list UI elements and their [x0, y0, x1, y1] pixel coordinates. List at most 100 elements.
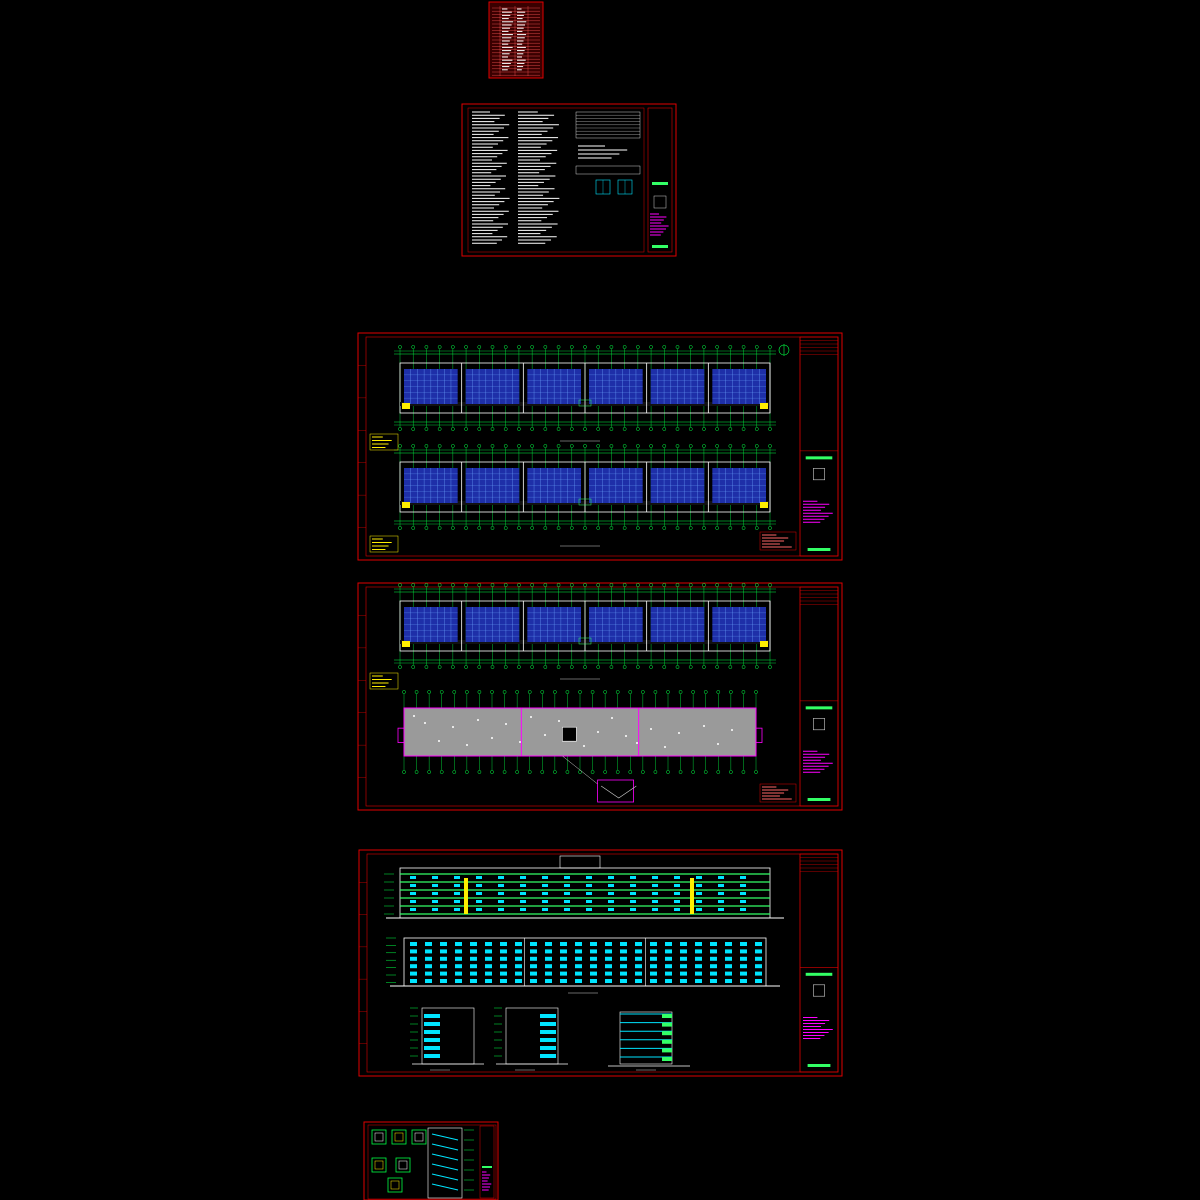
window	[485, 971, 492, 976]
roof-surface	[403, 707, 757, 757]
axis-bubble	[543, 345, 548, 349]
axis-bubble	[503, 665, 508, 669]
axis-bubble	[414, 770, 419, 774]
window	[695, 956, 702, 961]
window	[410, 908, 416, 911]
stair-detail-plan	[395, 1157, 411, 1173]
entrance	[578, 399, 592, 407]
axis-bubble	[662, 345, 667, 349]
section-floor-mark	[662, 1014, 672, 1018]
window	[410, 956, 417, 961]
roof-drain	[558, 720, 560, 722]
axis-bubble	[609, 427, 614, 431]
axis-bubble	[411, 583, 416, 587]
axis-bubble	[464, 345, 468, 349]
title-block-stamp-band	[805, 456, 833, 460]
window	[455, 942, 462, 946]
window	[665, 949, 672, 954]
sheet-floor-plans-1[interactable]	[357, 332, 843, 561]
window	[605, 964, 612, 969]
window	[650, 964, 657, 969]
axis-bubble	[553, 770, 557, 774]
axis-bubble	[754, 427, 759, 431]
window	[455, 964, 462, 969]
window	[440, 956, 447, 961]
axis-bubble	[702, 444, 706, 448]
window	[590, 949, 597, 954]
window	[718, 884, 724, 887]
window	[620, 956, 627, 961]
axis-bubble	[477, 583, 482, 587]
seal-stamp	[653, 195, 667, 209]
window	[620, 964, 627, 969]
axis-bubble	[527, 690, 532, 694]
window	[410, 892, 416, 895]
axis-bubble	[411, 345, 416, 349]
sheet-elevations[interactable]	[358, 849, 843, 1077]
axis-bubble	[502, 770, 507, 774]
window	[665, 956, 672, 961]
window	[740, 884, 746, 887]
stair-flight	[431, 1153, 459, 1161]
title-block	[799, 586, 839, 807]
window	[630, 876, 636, 879]
window	[485, 949, 492, 954]
window	[542, 876, 548, 879]
axis-bubble	[768, 444, 772, 448]
notes-box	[759, 783, 797, 803]
window	[530, 942, 537, 946]
axis-bubble	[741, 427, 746, 431]
window	[542, 884, 548, 887]
axis-bubble	[754, 583, 759, 587]
window	[718, 876, 724, 879]
axis-bubble	[530, 526, 534, 530]
window	[695, 979, 702, 983]
axis-bubble	[424, 526, 429, 530]
stair-flight	[431, 1133, 459, 1141]
window	[515, 942, 522, 946]
window	[432, 884, 438, 887]
window	[635, 979, 642, 983]
axis-bubble	[437, 665, 442, 669]
window	[476, 900, 482, 903]
stair-accent	[760, 641, 768, 647]
sheet-cover-table[interactable]	[488, 1, 544, 79]
window	[755, 942, 762, 946]
window	[740, 979, 747, 983]
window	[530, 956, 537, 961]
section-floor-mark	[662, 1039, 672, 1044]
axis-bubble	[451, 665, 455, 669]
axis-bubble	[490, 583, 495, 587]
sheet-floor-plans-2[interactable]	[357, 582, 843, 811]
axis-bubble	[675, 665, 680, 669]
axis-bubble	[556, 444, 561, 448]
side-window	[424, 1022, 440, 1026]
axis-bubble	[728, 665, 733, 669]
window	[696, 884, 702, 887]
axis-bubble	[451, 345, 455, 349]
axis-bubble	[556, 665, 561, 669]
section-floor-mark	[662, 1048, 672, 1053]
axis-bubble	[741, 526, 746, 530]
window	[630, 884, 636, 887]
axis-bubble	[411, 427, 416, 431]
window	[454, 876, 460, 879]
stair-flight	[431, 1183, 459, 1191]
window	[432, 900, 438, 903]
axis-bubble	[424, 427, 429, 431]
axis-bubble	[715, 665, 719, 669]
window	[710, 956, 717, 961]
window	[696, 876, 702, 879]
window	[564, 900, 570, 903]
axis-bubble	[662, 665, 667, 669]
sheet-stair-details[interactable]	[363, 1121, 499, 1200]
window	[608, 884, 614, 887]
window	[500, 979, 507, 983]
sheet-design-notes[interactable]	[461, 103, 677, 257]
window	[515, 979, 522, 983]
stair-accent	[402, 502, 410, 508]
stair-detail-core	[374, 1132, 384, 1142]
window	[498, 900, 504, 903]
window	[652, 908, 658, 911]
